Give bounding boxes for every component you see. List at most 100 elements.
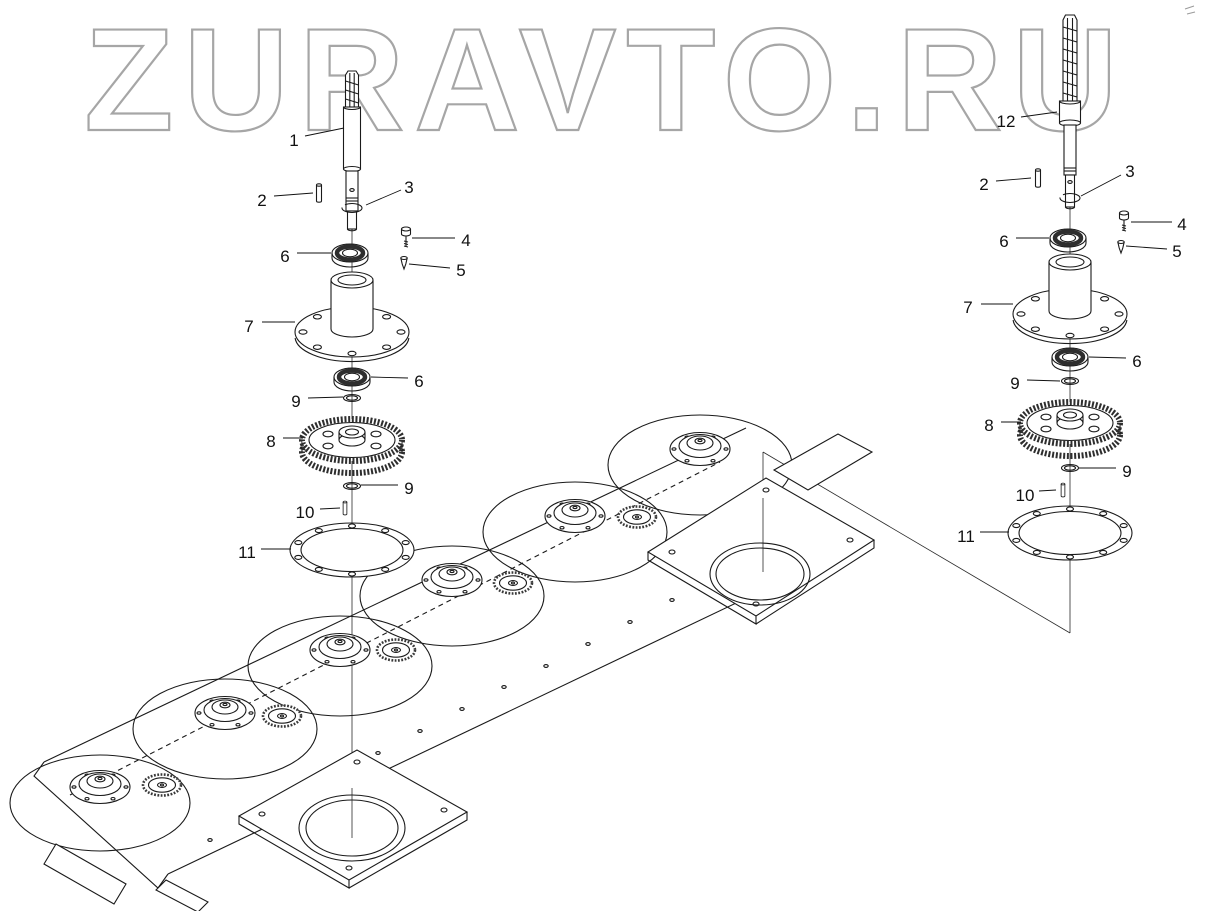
bolt-dot [627, 620, 633, 624]
callout-label: 4 [1177, 215, 1186, 234]
callout-label: 11 [238, 543, 256, 562]
callout: 10 [296, 503, 341, 522]
plate-hole [846, 537, 854, 543]
callout-label: 10 [296, 503, 315, 522]
callout: 12 [997, 111, 1058, 131]
callout: 6 [280, 247, 331, 266]
callout-label: 8 [266, 432, 275, 451]
dowel-pin [1060, 482, 1066, 498]
callout: 4 [412, 231, 471, 250]
callout-label: 3 [1125, 162, 1134, 181]
drive-shaft [342, 70, 362, 232]
callout: 9 [1079, 462, 1132, 481]
idler-gear [375, 638, 417, 662]
right-callouts: 12 2 3 4 5 6 7 6 [957, 111, 1187, 546]
callout-label: 6 [414, 372, 423, 391]
callout: 11 [957, 527, 1009, 546]
roll-pin [315, 183, 323, 203]
disc-outline [9, 754, 191, 852]
leader-line [1125, 245, 1168, 250]
bearing-upper [1050, 229, 1086, 252]
leader-line [1088, 356, 1127, 359]
leader-line [319, 507, 341, 510]
leader-line [1020, 111, 1058, 118]
callout: 3 [365, 178, 414, 206]
callout: 3 [1080, 162, 1135, 197]
callout: 7 [244, 317, 295, 336]
callout-label: 2 [257, 191, 266, 210]
roll-pin [1034, 168, 1042, 188]
bar-back-edge [43, 427, 747, 763]
frame-bracket [772, 433, 874, 491]
callout: 6 [999, 232, 1049, 251]
bearing-housing [1012, 253, 1128, 345]
callout: 2 [257, 191, 314, 210]
leader-line [307, 396, 344, 399]
plate-opening [709, 542, 811, 606]
callout-label: 9 [291, 392, 300, 411]
plate-hole [440, 807, 448, 813]
callout: 7 [963, 298, 1013, 317]
left-callouts: 1 2 3 4 5 6 7 6 [238, 127, 471, 562]
hub-cover [544, 498, 606, 534]
disc-outline [482, 481, 668, 583]
leader-line [1080, 174, 1122, 197]
left-assembly [289, 70, 415, 578]
corner-artifact [1184, 5, 1196, 15]
callout-label: 6 [999, 232, 1008, 251]
callout: 11 [238, 543, 291, 562]
bolt-dot [585, 642, 591, 646]
leader-line [273, 192, 314, 197]
plate-hole [668, 549, 676, 555]
plate-opening-inner [715, 547, 805, 601]
bolt [400, 226, 412, 248]
leader-line [304, 127, 345, 137]
plate-hole [762, 487, 770, 493]
hub-cover [309, 632, 371, 668]
disc-outline [359, 545, 545, 647]
callout: 5 [408, 261, 466, 280]
bolt-dot [669, 598, 675, 602]
frame-foot [43, 843, 127, 905]
watermark-text: ZURAVTO.RU [84, 0, 1128, 161]
leader-line [408, 263, 451, 269]
callout: 6 [370, 372, 424, 391]
callout-label: 7 [963, 298, 972, 317]
plate-face [646, 477, 876, 617]
bearing-upper [332, 244, 368, 267]
plate-hole [752, 601, 760, 607]
hub-cover [421, 562, 483, 598]
leader-line [370, 376, 409, 379]
callout: 8 [984, 416, 1021, 435]
left-mount-plate [237, 749, 469, 889]
hub-cover [69, 769, 131, 805]
grease-fitting [1117, 239, 1125, 254]
callout-label: 9 [1122, 462, 1131, 481]
frame-tab [155, 879, 209, 911]
bolt-dot [501, 685, 507, 689]
idler-gear [141, 773, 183, 797]
callout-label: 6 [280, 247, 289, 266]
idler-gear [616, 505, 658, 529]
splined-shaft [1058, 14, 1082, 210]
plate-hole [258, 811, 266, 817]
plate-hole [345, 865, 353, 871]
bolt-dot [207, 838, 213, 842]
callout-label: 11 [957, 527, 975, 546]
gasket-cover [1007, 505, 1133, 561]
cutterbar-frame [9, 414, 876, 911]
callout: 1 [289, 127, 345, 150]
callout: 9 [1010, 374, 1061, 393]
callout-label: 5 [456, 261, 465, 280]
bolt-dot [543, 664, 549, 668]
bar-hidden-edge [69, 461, 721, 796]
plate-hole [353, 759, 361, 765]
callout-label: 8 [984, 416, 993, 435]
callout-label: 12 [997, 112, 1016, 131]
idler-gear [492, 571, 534, 595]
right-mount-plate [646, 477, 876, 625]
gasket-cover [289, 522, 415, 578]
callout-label: 1 [289, 131, 298, 150]
